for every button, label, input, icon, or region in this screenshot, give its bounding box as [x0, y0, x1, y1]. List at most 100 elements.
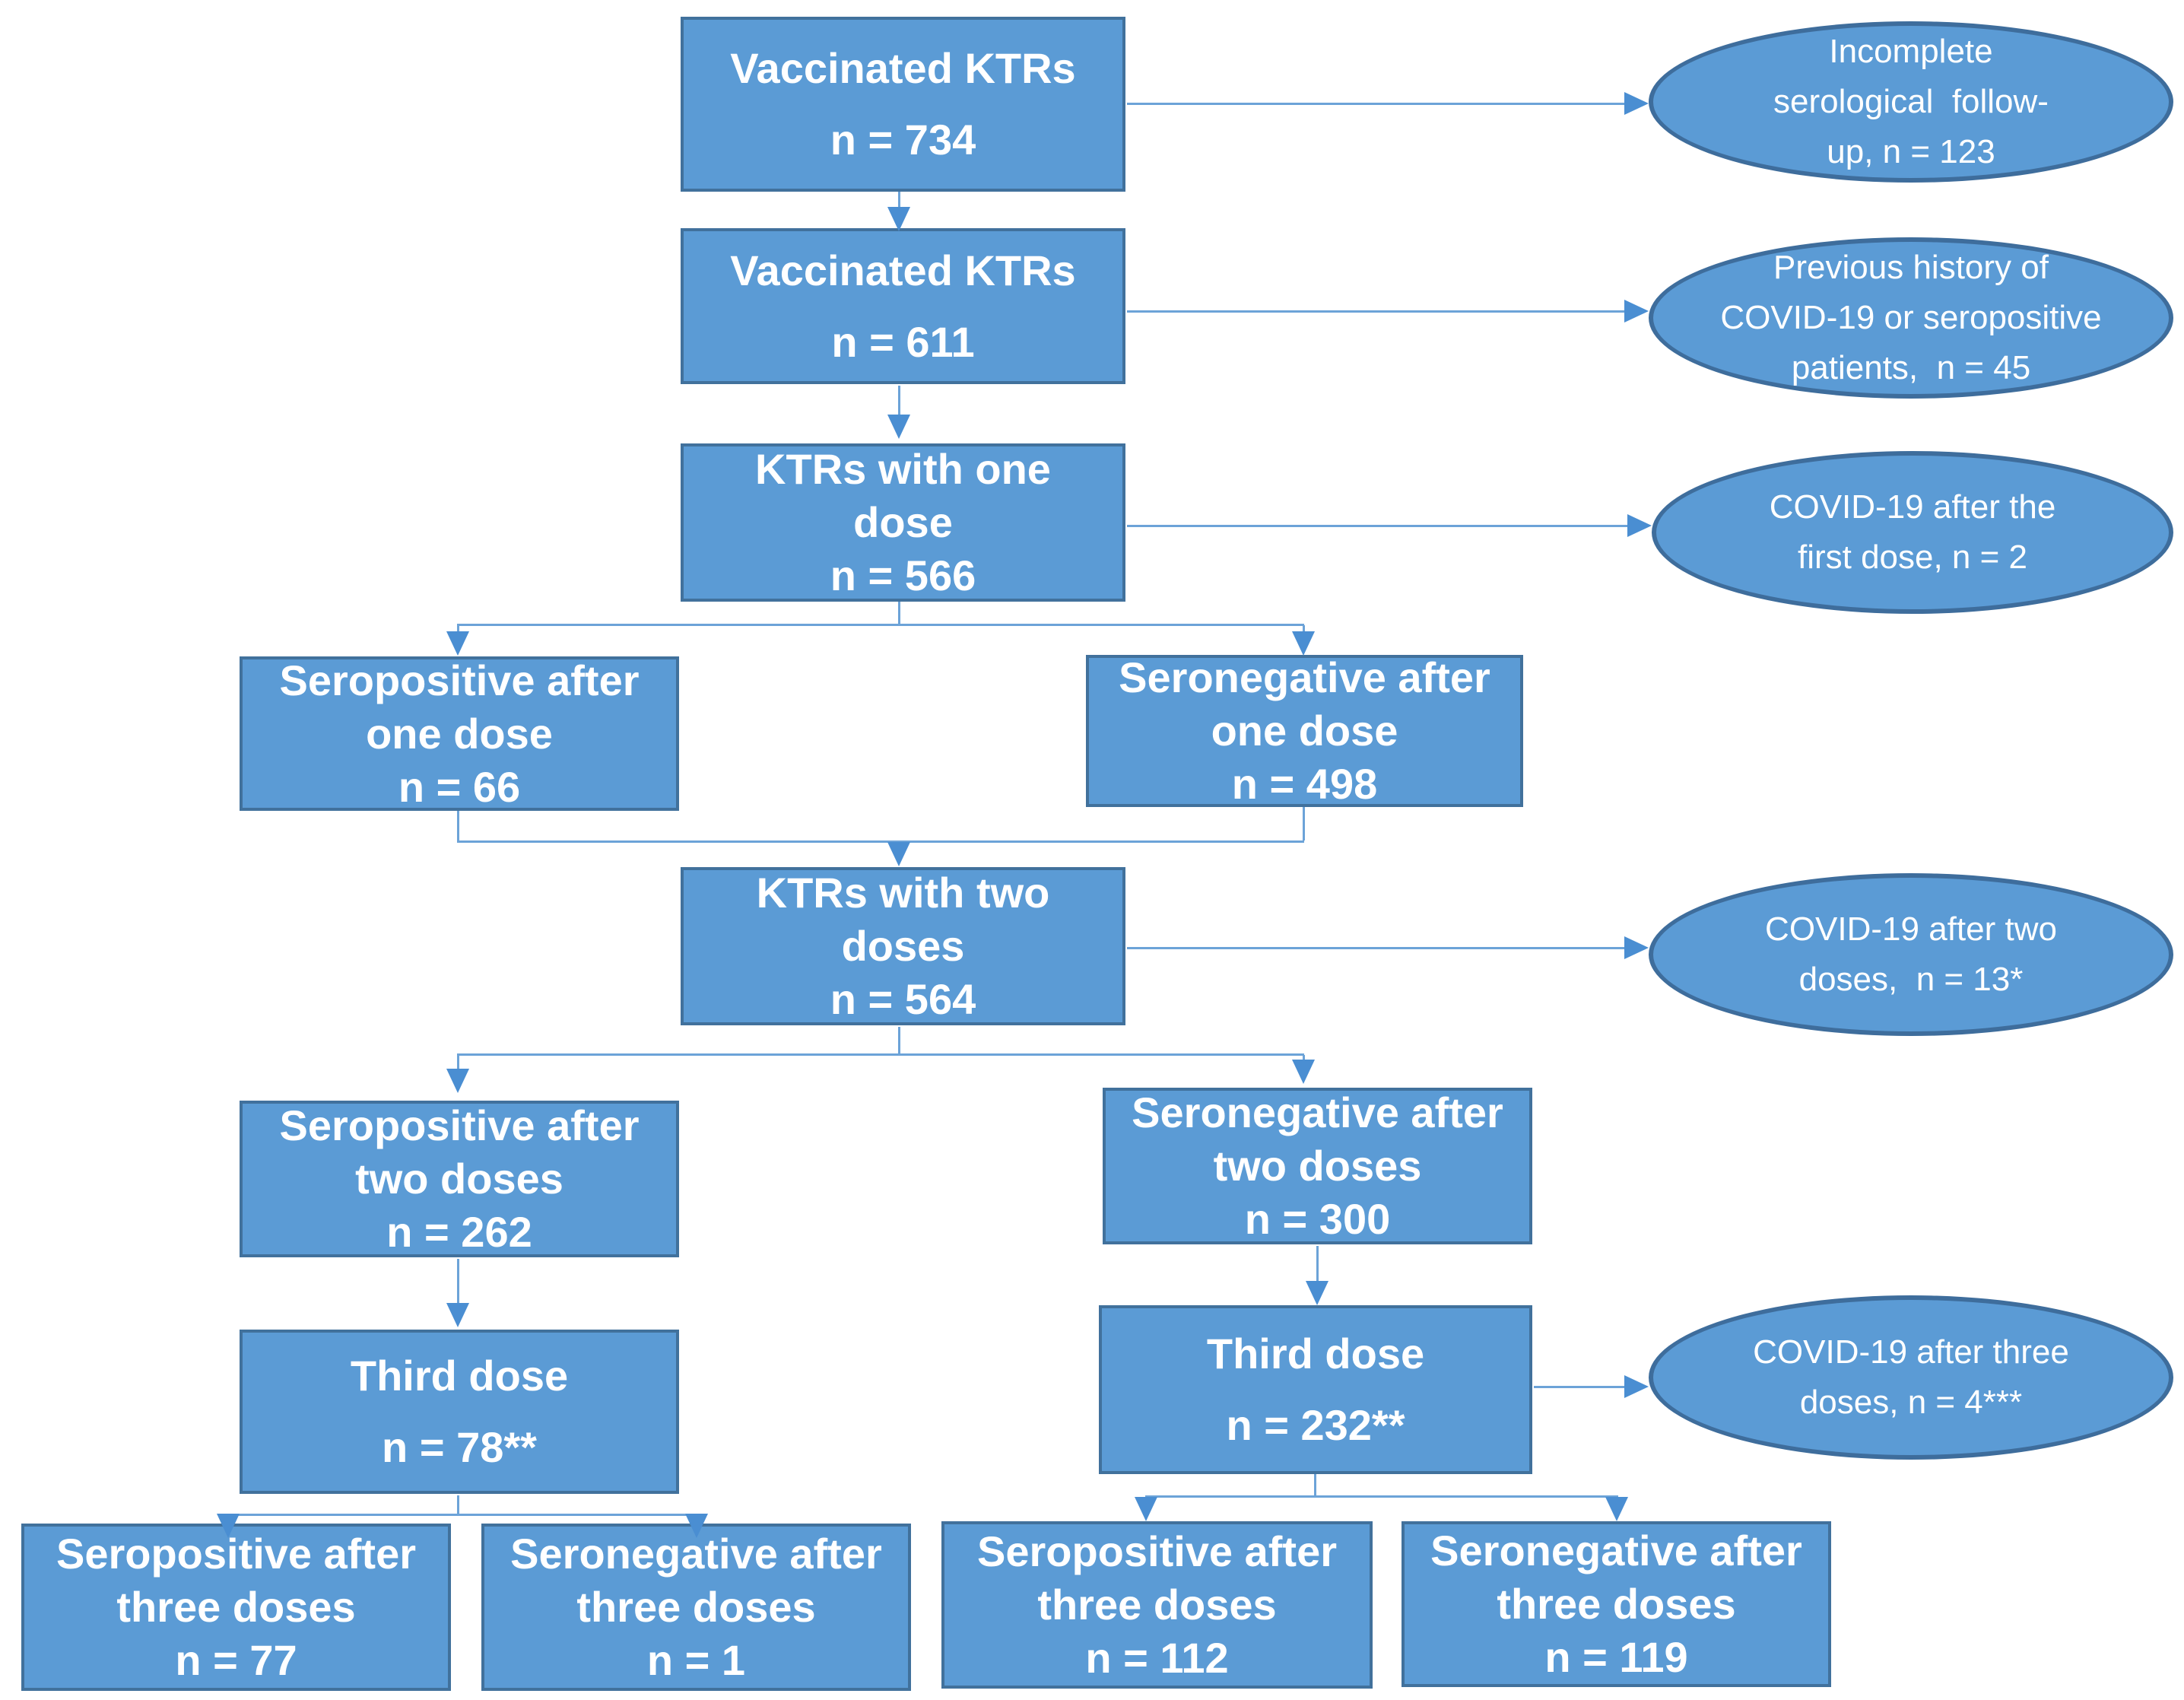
node-line: n = 262 [386, 1208, 532, 1256]
connector-line [1303, 1055, 1305, 1061]
arrowhead-right-icon [1624, 936, 1649, 959]
connector-line [1316, 1246, 1319, 1282]
node-line: Seronegative after [510, 1530, 882, 1578]
connector-line [457, 624, 1304, 626]
callout-line: up, n = 123 [1827, 133, 1995, 170]
callout-line: patients, n = 45 [1791, 349, 2031, 386]
node-line: n = 77 [175, 1636, 297, 1684]
node-line: Seronegative after [1132, 1088, 1503, 1136]
callout-line: Incomplete [1829, 33, 1993, 70]
node-vaccinated-ktrs-611: Vaccinated KTRs n = 611 [681, 228, 1125, 384]
node-seronegative-three-doses-right: Seronegative after three doses n = 119 [1402, 1521, 1831, 1687]
node-line: three doses [576, 1583, 816, 1631]
node-line: Vaccinated KTRs [730, 246, 1076, 294]
node-line: doses [841, 922, 965, 970]
node-line: n = 566 [830, 551, 976, 599]
connector-line [457, 625, 459, 633]
node-line: n = 66 [398, 762, 521, 811]
arrowhead-down-icon [446, 1069, 469, 1093]
node-line: Vaccinated KTRs [730, 44, 1076, 92]
arrowhead-down-icon [1605, 1497, 1628, 1521]
node-line: n = 611 [831, 317, 975, 366]
arrowhead-down-icon [1306, 1281, 1328, 1305]
callout-line: COVID-19 after three [1753, 1333, 2069, 1371]
callout-line: Previous history of [1773, 249, 2049, 286]
arrowhead-right-icon [1624, 300, 1649, 323]
connector-line [898, 386, 900, 416]
node-line: Seronegative after [1119, 653, 1490, 701]
connector-line [1127, 947, 1626, 949]
connector-line [457, 1053, 1304, 1056]
node-third-dose-seropositive-arm: Third dose n = 78** [240, 1330, 679, 1494]
node-line: dose [853, 498, 953, 546]
connector-line [898, 602, 900, 624]
callout-line: first dose, n = 2 [1797, 539, 2028, 576]
node-seronegative-three-doses-left: Seronegative after three doses n = 1 [481, 1524, 911, 1691]
arrowhead-down-icon [685, 1514, 708, 1538]
callout-incomplete-followup: Incomplete serological follow- up, n = 1… [1649, 21, 2173, 183]
callout-line: serological follow- [1773, 83, 2049, 120]
node-line: Seronegative after [1430, 1527, 1802, 1574]
node-seropositive-three-doses-right: Seropositive after three doses n = 112 [941, 1521, 1373, 1689]
node-line: Seropositive after [976, 1527, 1338, 1575]
arrowhead-down-icon [887, 207, 910, 231]
callout-covid-after-three-doses: COVID-19 after three doses, n = 4*** [1649, 1295, 2173, 1460]
connector-line [457, 840, 1304, 843]
node-line: Third dose [350, 1352, 569, 1400]
node-seropositive-three-doses-left: Seropositive after three doses n = 77 [21, 1524, 451, 1691]
connector-line [1534, 1386, 1626, 1388]
connector-line [1145, 1495, 1618, 1498]
connector-line [1303, 807, 1305, 840]
node-seronegative-two-doses: Seronegative after two doses n = 300 [1103, 1088, 1532, 1244]
arrowhead-down-icon [887, 415, 910, 439]
callout-line: doses, n = 13* [1798, 961, 2024, 998]
arrowhead-down-icon [446, 1303, 469, 1327]
arrowhead-right-icon [1627, 514, 1652, 537]
connector-line [1127, 103, 1627, 105]
node-ktrs-two-doses: KTRs with two doses n = 564 [681, 867, 1125, 1025]
node-line: n = 119 [1544, 1633, 1688, 1681]
node-line: Seropositive after [279, 656, 640, 704]
node-line: n = 78** [382, 1423, 537, 1471]
connector-line [457, 1495, 459, 1514]
node-ktrs-one-dose: KTRs with one dose n = 566 [681, 443, 1125, 602]
node-seronegative-one-dose: Seronegative after one dose n = 498 [1086, 653, 1523, 808]
callout-line: doses, n = 4*** [1799, 1384, 2023, 1421]
arrowhead-down-icon [1292, 1060, 1315, 1084]
node-line: KTRs with two [756, 869, 1050, 917]
node-line: KTRs with one [755, 445, 1051, 493]
node-line: one dose [1211, 707, 1398, 755]
node-seropositive-one-dose: Seropositive after one dose n = 66 [240, 656, 679, 811]
callout-line: COVID-19 after two [1765, 910, 2057, 948]
node-line: two doses [355, 1155, 563, 1203]
node-line: n = 498 [1231, 760, 1378, 808]
callout-previous-covid: Previous history of COVID-19 or seroposi… [1649, 237, 2173, 399]
callout-line: COVID-19 after the [1769, 488, 2056, 526]
node-line: one dose [366, 709, 553, 758]
node-seropositive-two-doses: Seropositive after two doses n = 262 [240, 1101, 679, 1257]
arrowhead-right-icon [1624, 1375, 1649, 1398]
node-line: n = 734 [830, 116, 976, 164]
node-line: three doses [1037, 1581, 1277, 1629]
arrowhead-right-icon [1624, 92, 1649, 115]
arrowhead-down-icon [217, 1514, 240, 1538]
node-line: n = 1 [646, 1636, 746, 1684]
callout-line: COVID-19 or seropositive [1720, 299, 2102, 336]
node-line: n = 232** [1226, 1401, 1405, 1449]
node-third-dose-seronegative-arm: Third dose n = 232** [1099, 1305, 1532, 1474]
connector-line [898, 192, 900, 211]
callout-covid-after-first-dose: COVID-19 after the first dose, n = 2 [1652, 451, 2173, 614]
connector-line [227, 1514, 697, 1516]
connector-line [457, 1259, 459, 1304]
node-line: Third dose [1206, 1330, 1425, 1377]
connector-line [457, 811, 459, 840]
node-line: n = 564 [830, 975, 976, 1023]
connector-line [1314, 1474, 1316, 1495]
connector-line [457, 1055, 459, 1070]
connector-line [1303, 625, 1305, 633]
node-line: Seropositive after [279, 1101, 640, 1149]
callout-covid-after-two-doses: COVID-19 after two doses, n = 13* [1649, 873, 2173, 1036]
node-line: n = 112 [1085, 1634, 1229, 1682]
node-line: three doses [116, 1583, 356, 1631]
